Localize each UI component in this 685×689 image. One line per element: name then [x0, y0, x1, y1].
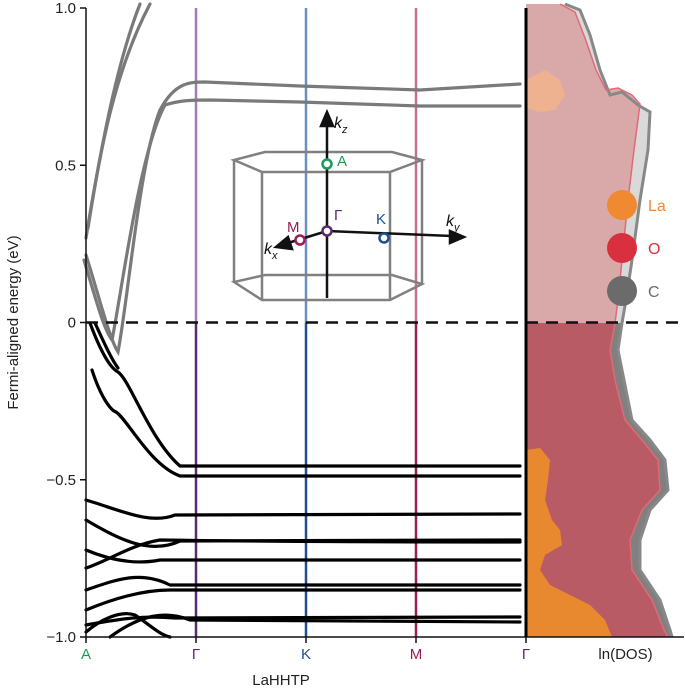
kz-arrow-icon	[319, 108, 335, 128]
band-lower-flat-9	[84, 612, 172, 639]
bz-points	[294, 158, 390, 246]
legend-label-la: La	[648, 198, 666, 215]
band-upper-parabola	[84, 80, 522, 357]
band-upper-steep-2	[86, 2, 142, 230]
band-lines	[82, 2, 522, 639]
band-lower-v	[88, 321, 522, 468]
band-lower-flat-4	[84, 548, 522, 564]
band-lower-flat-5	[84, 575, 522, 592]
y-tick-label-0: 1.0	[55, 0, 76, 17]
bz-axis-label-x: kx	[264, 241, 278, 262]
band-lower-flat-6	[84, 588, 522, 612]
y-tick-label-3: −0.5	[46, 472, 76, 489]
bz-point-label-1: Γ	[334, 207, 342, 224]
band-lower-a	[93, 321, 120, 370]
bz-point-label-3: M	[287, 219, 300, 236]
kpoint-label-1: Γ	[192, 646, 200, 663]
y-axis-title: Fermi-aligned energy (eV)	[5, 235, 22, 409]
axes-frame	[80, 7, 684, 643]
bz-point-1	[321, 225, 333, 237]
bz-point-2	[378, 232, 390, 244]
bz-prism	[230, 150, 427, 302]
bz-point-3	[294, 234, 306, 246]
dos-axis-label: ln(DOS)	[598, 646, 652, 663]
kx-arrow-icon	[272, 234, 294, 251]
kpoint-label-4: Γ	[522, 646, 530, 663]
bz-point-label-0: A	[337, 153, 347, 170]
bz-axes	[272, 108, 468, 298]
band-lower-flat-1	[84, 498, 522, 520]
x-axis-title: LaHHTP	[252, 672, 310, 689]
bz-point-label-2: K	[376, 211, 386, 228]
legend-marker-la	[607, 190, 637, 220]
bz-point-0	[321, 158, 333, 170]
dos-fill-o-lower	[526, 323, 668, 637]
dos-panel	[526, 2, 674, 638]
band-lower-v-2	[90, 368, 522, 478]
kpoint-label-2: K	[301, 646, 311, 663]
legend-label-c: C	[648, 284, 660, 301]
band-upper-parabola-2	[82, 98, 522, 344]
y-tick-label-2: 0	[68, 315, 76, 332]
dos-legend: LaO C	[607, 190, 666, 306]
brillouin-zone-inset: A Γ K Mkz ky kx	[230, 108, 468, 302]
band-lower-flat-8	[108, 613, 522, 639]
ky-arrow-icon	[448, 229, 468, 245]
ky-axis-line	[326, 229, 453, 238]
dos-fill-la-lower	[526, 448, 612, 637]
band-lower-flat-3	[84, 538, 522, 570]
bz-labels: A Γ K Mkz ky kx	[264, 115, 461, 262]
kpoint-label-3: M	[410, 646, 423, 663]
dos-fill-la-upper	[526, 70, 565, 112]
kpoint-label-0: A	[81, 646, 91, 663]
legend-marker-o	[607, 233, 637, 263]
legend-marker-c	[607, 276, 637, 306]
legend-label-o: O	[648, 241, 660, 258]
y-tick-label-1: 0.5	[55, 157, 76, 174]
dos-outline-c	[564, 2, 674, 638]
bz-axis-label-y: ky	[446, 213, 461, 234]
y-tick-label-4: −1.0	[46, 629, 76, 646]
bz-axis-label-z: kz	[334, 115, 348, 136]
